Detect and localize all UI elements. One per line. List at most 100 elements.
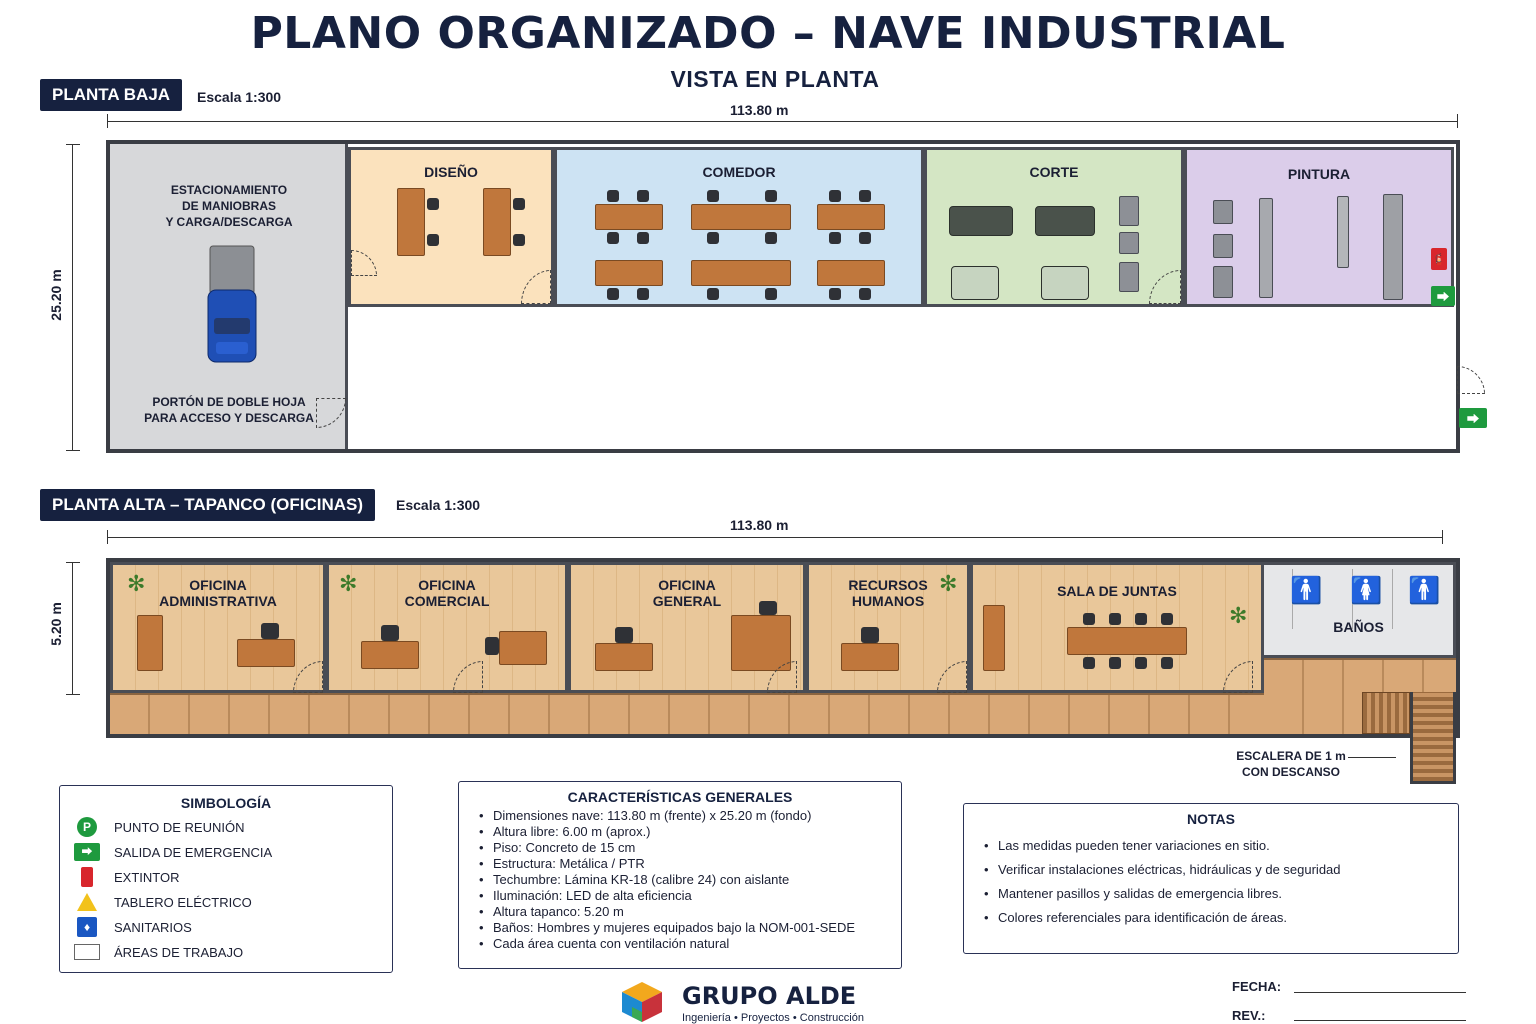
legend-item: ÁREAS DE TRABAJO (74, 941, 243, 963)
room-cutting: CORTE (924, 147, 1184, 307)
legend-label: ÁREAS DE TRABAJO (114, 944, 244, 960)
chair (1083, 613, 1095, 625)
chair (261, 623, 279, 639)
chair (707, 288, 719, 300)
ground-width-dimension: 113.80 m (730, 102, 789, 118)
legend-item: TABLERO ELÉCTRICO (74, 891, 252, 913)
chair (707, 190, 719, 202)
chair (637, 288, 649, 300)
chair (829, 288, 841, 300)
note-item: Las medidas pueden tener variaciones en … (984, 838, 1270, 853)
chair (1161, 613, 1173, 625)
room-cutting-label: CORTE (1029, 164, 1079, 180)
plant-icon: ✻ (127, 571, 146, 596)
chair (427, 198, 439, 210)
upper-width-dimension-line (107, 537, 1442, 538)
ground-floor-scale: Escala 1:300 (197, 89, 282, 105)
meeting-table (1067, 627, 1187, 655)
restroom-men-icon: 🚹 (1408, 575, 1441, 605)
chair (1135, 613, 1147, 625)
chair (707, 232, 719, 244)
room-admin-office-label: OFICINA ADMINISTRATIVA (159, 577, 277, 609)
feature-item: Altura tapanco: 5.20 m (479, 904, 624, 920)
parking-label: ESTACIONAMIENTO DE MANIOBRAS Y CARGA/DES… (165, 183, 293, 229)
date-field-line[interactable] (1294, 992, 1466, 993)
chair (759, 601, 777, 615)
legend-label: TABLERO ELÉCTRICO (114, 894, 252, 910)
upper-height-dimension: 5.20 m (48, 602, 64, 646)
stall-divider (1392, 569, 1393, 629)
legend-box: SIMBOLOGÍA P PUNTO DE REUNIÓN ⮕ SALIDA D… (59, 785, 393, 973)
room-general-office: OFICINA GENERAL (568, 562, 806, 693)
dimension-tick (107, 530, 108, 544)
chair (829, 232, 841, 244)
dining-table (691, 204, 791, 230)
chair (513, 198, 525, 210)
stall-divider (1292, 569, 1293, 629)
date-label: FECHA: (1232, 979, 1282, 994)
company-tagline: Ingeniería • Proyectos • Construcción (682, 1012, 864, 1024)
page-title: PLANO ORGANIZADO – NAVE INDUSTRIAL (250, 8, 1286, 59)
feature-item: Baños: Hombres y mujeres equipados bajo … (479, 920, 855, 936)
plant-icon: ✻ (1229, 603, 1248, 628)
emergency-exit-icon: ⮕ (1459, 408, 1487, 428)
chair (1161, 657, 1173, 669)
painting-booth (1383, 194, 1403, 300)
note-item: Verificar instalaciones eléctricas, hidr… (984, 862, 1340, 877)
room-hr-label: RECURSOS HUMANOS (848, 577, 928, 609)
room-restrooms: 🚹 🚺 🚹 BAÑOS (1261, 562, 1456, 658)
legend-label: EXTINTOR (114, 869, 180, 885)
feature-item: Altura libre: 6.00 m (aprox.) (479, 824, 650, 840)
chair (859, 190, 871, 202)
chair (1135, 657, 1147, 669)
chair (381, 625, 399, 641)
office-desk (731, 615, 791, 671)
door-swing (1223, 661, 1253, 693)
chair (765, 288, 777, 300)
room-design: DISEÑO (348, 147, 554, 307)
chair (615, 627, 633, 643)
chair (637, 232, 649, 244)
office-desk (361, 641, 419, 669)
door-swing (521, 270, 551, 304)
revision-field-line[interactable] (1294, 1020, 1466, 1021)
chair (861, 627, 879, 643)
chair (765, 190, 777, 202)
stair-leader-line (1348, 757, 1396, 758)
room-hr: RECURSOS HUMANOS ✻ (806, 562, 970, 693)
room-restrooms-label: BAÑOS (1333, 619, 1384, 635)
company-name: GRUPO ALDE (682, 982, 857, 1010)
notes-title: NOTAS (1187, 811, 1235, 827)
legend-item: EXTINTOR (74, 866, 180, 888)
room-general-office-label: OFICINA GENERAL (652, 577, 722, 609)
cutting-table (1035, 206, 1095, 236)
feature-item: Dimensiones nave: 113.80 m (frente) x 25… (479, 808, 811, 824)
extinguisher-icon: 🧯 (1431, 248, 1447, 270)
chair (637, 190, 649, 202)
dimension-tick (66, 562, 80, 563)
chair (607, 232, 619, 244)
chair (765, 232, 777, 244)
ground-height-dimension-line (72, 144, 73, 450)
stair-label: ESCALERA DE 1 m CON DESCANSO (1236, 749, 1346, 779)
painting-machine (1337, 196, 1349, 268)
electrical-panel-icon (74, 892, 100, 912)
room-design-label: DISEÑO (424, 164, 478, 180)
feature-item: Techumbre: Lámina KR-18 (calibre 24) con… (479, 872, 789, 888)
office-desk (595, 643, 653, 671)
feature-item: Iluminación: LED de alta eficiencia (479, 888, 692, 904)
chair (1109, 657, 1121, 669)
dining-table (595, 204, 663, 230)
dining-table (817, 204, 885, 230)
cutting-machine (1119, 196, 1139, 226)
dining-table (691, 260, 791, 286)
design-desk (397, 188, 425, 256)
room-painting: PINTURA 🧯 ⮕ (1184, 147, 1455, 307)
room-meeting-label: SALA DE JUNTAS (1057, 583, 1177, 599)
stall-divider (1352, 569, 1353, 629)
note-item: Colores referenciales para identificació… (984, 910, 1287, 925)
dimension-tick (66, 694, 80, 695)
chair (829, 190, 841, 202)
side-door-swing (1457, 366, 1485, 394)
legend-item: ♦ SANITARIOS (74, 916, 192, 938)
